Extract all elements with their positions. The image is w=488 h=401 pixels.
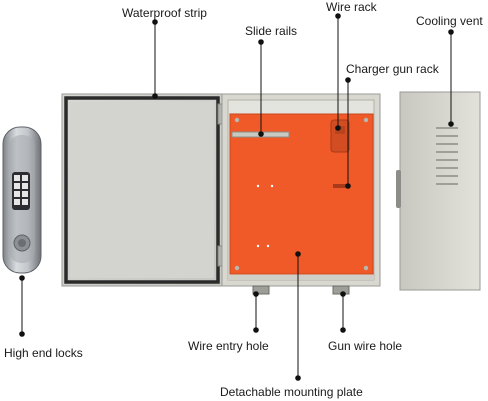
label-gun-wire-hole: Gun wire hole — [328, 339, 403, 353]
label-wire-entry-hole: Wire entry hole — [188, 339, 269, 353]
label-slide-rails: Slide rails — [245, 24, 298, 38]
charger-gun-rack — [333, 184, 350, 188]
cabinet-door — [61, 93, 223, 287]
callouts — [19, 13, 454, 381]
label-cooling-vent: Cooling vent — [416, 14, 483, 28]
wire-rack — [330, 119, 350, 153]
label-high-end-locks: High end locks — [4, 346, 83, 360]
high-end-lock — [2, 126, 42, 274]
waterproof-strip — [64, 96, 220, 284]
label-charger-gun-rack: Charger gun rack — [346, 62, 439, 76]
label-waterproof-strip: Waterproof strip — [122, 6, 207, 20]
cooling-vent — [436, 127, 458, 185]
cabinet-body — [221, 93, 381, 295]
mounting-plate — [229, 113, 374, 275]
side-panel — [396, 91, 481, 291]
label-wire-rack: Wire rack — [326, 0, 377, 14]
wire-entry-hole — [252, 285, 270, 295]
label-detachable-mounting-plate: Detachable mounting plate — [220, 385, 363, 399]
